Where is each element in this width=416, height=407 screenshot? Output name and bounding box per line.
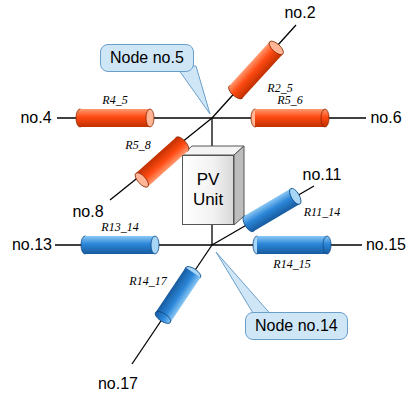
node-label: Node no.5 [110, 49, 184, 67]
terminal-label: no.15 [366, 236, 406, 254]
resistor-label: R4_5 [102, 93, 127, 108]
terminal-label: no.4 [20, 109, 51, 127]
terminal-label: no.8 [72, 203, 103, 221]
terminal-label: no.17 [98, 375, 138, 393]
terminal-label: no.13 [12, 236, 52, 254]
resistor-label: R5_8 [125, 138, 150, 153]
resistor-label: R5_6 [277, 93, 302, 108]
resistor-label: R14_17 [129, 274, 166, 289]
resistor-label: R11_14 [304, 205, 340, 220]
terminal-label: no.2 [284, 4, 315, 22]
terminal-label: no.6 [370, 109, 401, 127]
wires [55, 25, 366, 364]
pv-unit-box: PV Unit [182, 155, 234, 225]
resistor-label: R14_15 [273, 257, 310, 272]
callout-box: Node no.5 [100, 44, 194, 72]
node-label: Node no.14 [255, 317, 338, 335]
resistor-label: R13_14 [101, 220, 138, 235]
callout-box: Node no.14 [245, 312, 348, 340]
pv-unit-faces [182, 146, 244, 225]
node-label: PV Unit [183, 170, 233, 209]
terminal-label: no.11 [303, 166, 342, 184]
